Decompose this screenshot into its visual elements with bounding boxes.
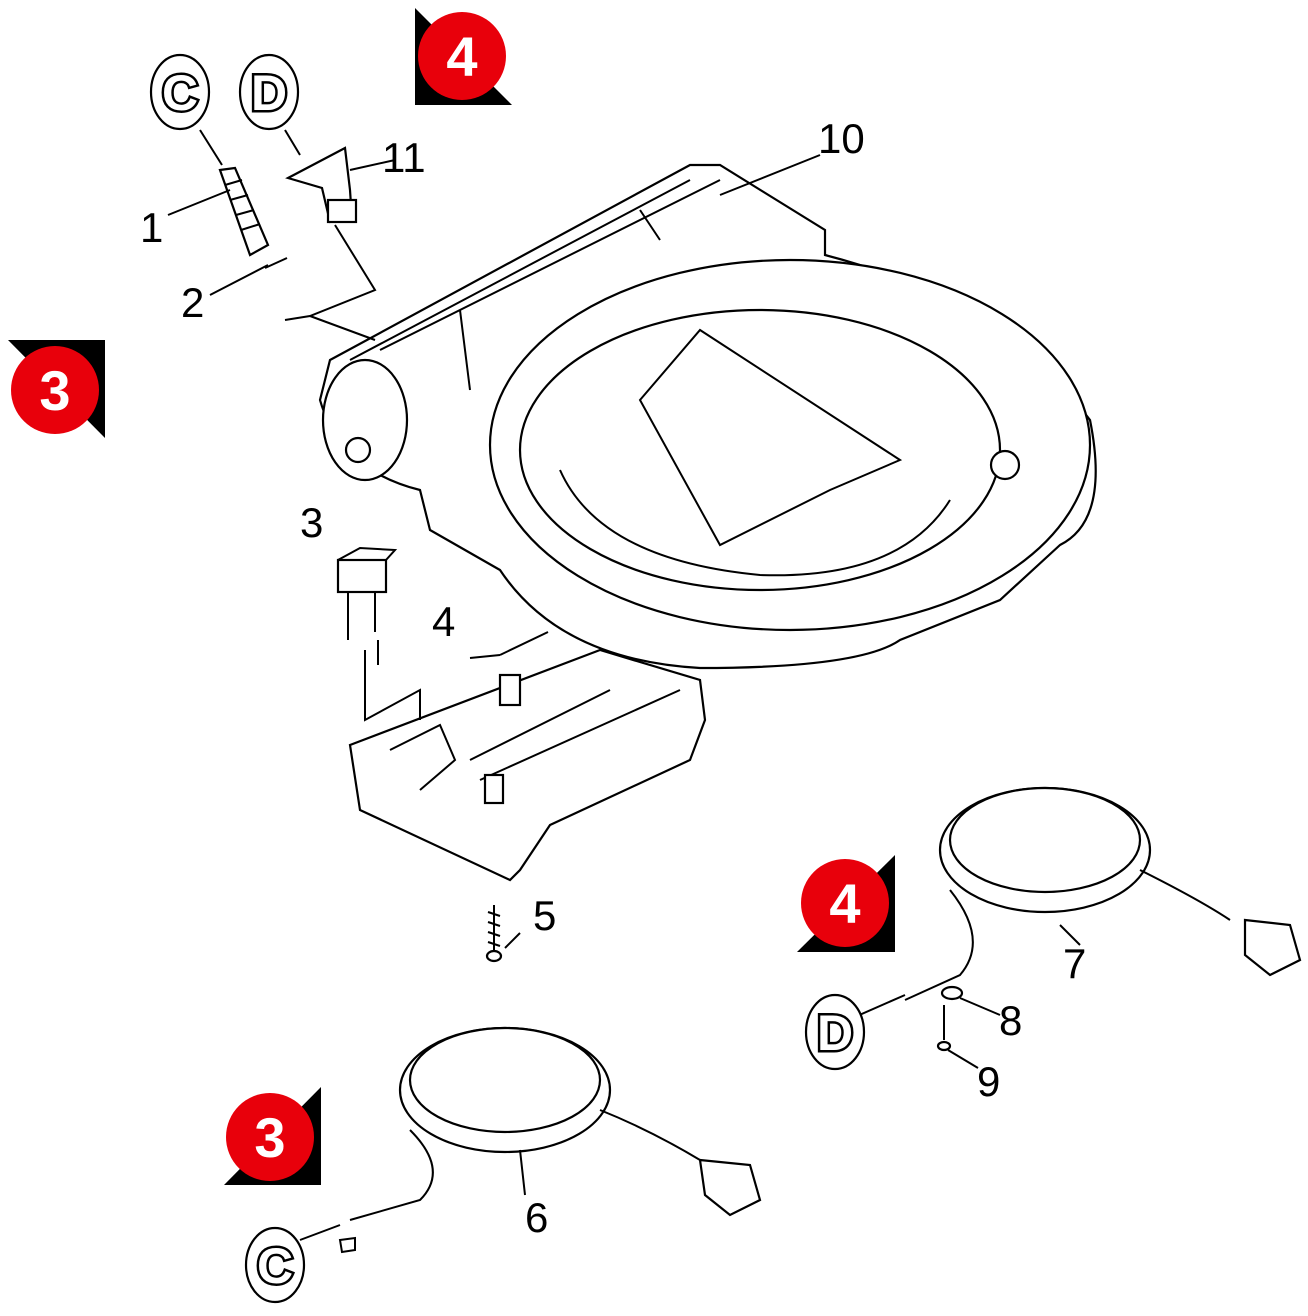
label-11: 11: [382, 134, 426, 181]
svg-text:4: 4: [446, 25, 477, 88]
seal-part-2: [264, 257, 288, 269]
relay-part-3: [336, 546, 398, 640]
svg-text:D: D: [817, 1005, 853, 1061]
label-5: 5: [533, 892, 556, 939]
section-badge-bottom: 3: [224, 1087, 321, 1185]
connector-marker-d-cable: D: [804, 993, 866, 1071]
section-badge-right: 4: [797, 855, 895, 952]
svg-text:D: D: [251, 65, 287, 121]
section-badge-left: 3: [8, 340, 105, 438]
connector-marker-c-top: C: [149, 53, 211, 131]
label-10: 10: [818, 115, 865, 162]
svg-text:4: 4: [829, 872, 860, 935]
leader-lines: [167, 129, 1081, 1241]
power-cable-part-6: [338, 1026, 762, 1254]
base-plate-part-4: [348, 631, 707, 882]
label-4: 4: [432, 598, 455, 645]
connector-marker-c-cable: C: [244, 1226, 306, 1304]
connector-marker-d-top: D: [238, 53, 300, 131]
svg-text:3: 3: [254, 1106, 285, 1169]
plug-part-11: [285, 146, 358, 224]
svg-text:3: 3: [39, 359, 70, 422]
svg-text:C: C: [257, 1238, 293, 1294]
label-6: 6: [525, 1194, 548, 1241]
section-badge-top: 4: [415, 8, 512, 105]
label-3: 3: [300, 499, 323, 546]
screw-part-5: [485, 905, 503, 963]
cable-gland-part-1: [218, 166, 270, 257]
label-8: 8: [999, 997, 1022, 1044]
housing-part-10: [318, 163, 1097, 670]
part-labels: 1 2 3 4 5 6 7 8 9 10 11: [140, 115, 1086, 1241]
label-9: 9: [977, 1058, 1000, 1105]
label-1: 1: [140, 204, 163, 251]
label-7: 7: [1063, 940, 1086, 987]
power-cable-part-7: [904, 786, 1302, 1052]
label-2: 2: [181, 279, 204, 326]
svg-text:C: C: [162, 65, 198, 121]
